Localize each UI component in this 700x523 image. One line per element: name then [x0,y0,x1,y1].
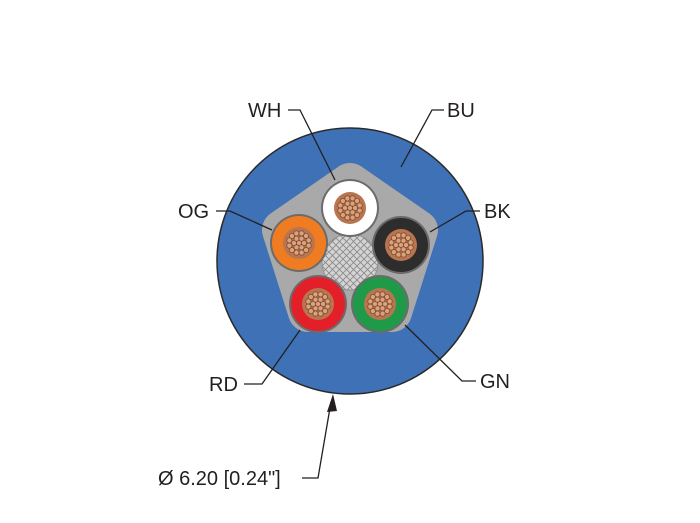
copper-strand [407,239,414,246]
copper-strand [352,205,358,211]
copper-strand [337,202,344,209]
copper-strand [395,232,402,239]
leader-rd [244,329,301,385]
copper-strands [286,195,414,317]
copper-strand [369,308,376,315]
copper-strand [384,293,391,300]
copper-strand [305,237,312,244]
copper-strand [344,195,351,202]
copper-strand [379,291,386,298]
copper-strand [339,197,346,204]
copper-strand [293,249,300,256]
copper-strand [367,298,374,305]
diameter-leader [302,401,332,479]
copper-strand [384,308,391,315]
copper-strand [317,291,324,298]
copper-strand [400,232,407,239]
copper-strand [379,310,386,317]
copper-strand [349,214,356,221]
copper-strand [305,298,312,305]
copper-strand [342,205,348,211]
copper-strand [298,230,305,237]
diameter-label: Ø 6.20 [0.24"] [158,468,281,490]
copper-strand [400,251,407,258]
copper-strand [344,214,351,221]
copper-strand [312,310,319,317]
copper-strand [303,232,310,239]
label-gn: GN [480,371,510,393]
copper-strand [288,232,295,239]
copper-strand [405,234,412,241]
copper-strand [405,249,412,256]
copper-strand [303,247,310,254]
copper-strand [337,207,344,214]
leader-wh [288,109,336,181]
copper-strand [320,301,326,307]
copper-strand [349,195,356,202]
copper-strand [374,291,381,298]
copper-strand [388,244,395,251]
copper-strand [307,308,314,315]
copper-strand [288,247,295,254]
copper-strand [390,234,397,241]
leader-bk [429,210,480,233]
copper-strand [310,301,316,307]
label-rd: RD [209,374,238,396]
copper-strand [293,230,300,237]
copper-strand [354,197,361,204]
copper-strand [324,298,331,305]
copper-strand [386,298,393,305]
copper-strand [286,237,293,244]
copper-strand [403,242,409,248]
copper-strand [369,293,376,300]
copper-strand [395,251,402,258]
copper-strand [367,303,374,310]
copper-strand [301,240,307,246]
copper-strand [322,308,329,315]
copper-strand [298,249,305,256]
diameter-arrowhead [327,394,337,412]
leader-gn [404,324,476,382]
copper-strand [382,301,388,307]
copper-strand [322,293,329,300]
label-og: OG [178,201,209,223]
leader-og [216,210,273,231]
label-bu: BU [447,100,475,122]
label-bk: BK [484,201,511,223]
copper-strand [312,291,319,298]
copper-strand [307,293,314,300]
leader-bu [400,109,444,168]
copper-strand [388,239,395,246]
copper-strand [354,212,361,219]
copper-strand [356,202,363,209]
copper-strand [286,242,293,249]
copper-strand [291,240,297,246]
copper-strand [372,301,378,307]
copper-strand [317,310,324,317]
copper-strand [339,212,346,219]
copper-strand [374,310,381,317]
copper-strand [390,249,397,256]
label-wh: WH [248,100,281,122]
copper-strand [393,242,399,248]
copper-strand [305,303,312,310]
